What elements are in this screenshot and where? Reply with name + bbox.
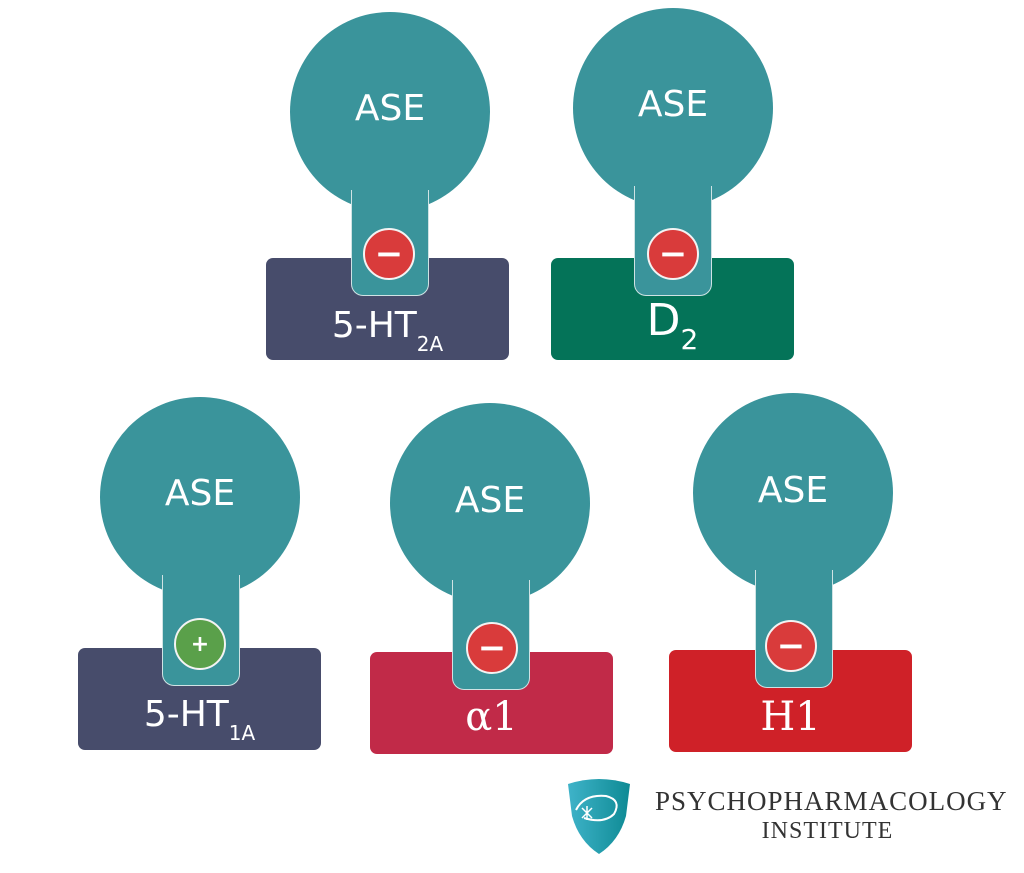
receptor-5ht2a-label: 5-HT2A bbox=[266, 305, 509, 356]
ase-label: ASE bbox=[757, 470, 829, 511]
ase-head-4 bbox=[390, 403, 590, 603]
receptor-subscript: 2A bbox=[416, 332, 444, 356]
receptor-h1-label: H1 bbox=[669, 694, 912, 740]
ase-label: ASE bbox=[354, 88, 426, 129]
logo-text: PSYCHOPHARMACOLOGY INSTITUTE bbox=[655, 786, 1008, 846]
receptor-name: 5-HT bbox=[331, 305, 417, 346]
ase-label: ASE bbox=[454, 480, 526, 521]
minus-icon: − bbox=[466, 622, 518, 674]
minus-icon: − bbox=[363, 228, 415, 280]
receptor-name: α1 bbox=[465, 694, 518, 740]
receptor-alpha1-label: α1 bbox=[370, 694, 613, 740]
receptor-subscript: 2 bbox=[680, 323, 699, 356]
receptor-d2-label: D2 bbox=[551, 295, 794, 356]
minus-icon: − bbox=[647, 228, 699, 280]
ase-head-5 bbox=[693, 393, 893, 593]
receptor-5ht1a-label: 5-HT1A bbox=[78, 694, 321, 745]
minus-icon: − bbox=[765, 620, 817, 672]
receptor-subscript: 1A bbox=[228, 721, 256, 745]
ase-label: ASE bbox=[637, 84, 709, 125]
logo-line1: PSYCHOPHARMACOLOGY bbox=[655, 786, 1008, 816]
receptor-name: 5-HT bbox=[143, 694, 229, 735]
ase-label: ASE bbox=[164, 473, 236, 514]
ase-head-3 bbox=[100, 397, 300, 597]
plus-icon: + bbox=[174, 618, 226, 670]
receptor-name: D bbox=[646, 295, 681, 346]
receptor-name: H1 bbox=[760, 694, 821, 740]
ase-head-1 bbox=[290, 12, 490, 212]
ase-head-2 bbox=[573, 8, 773, 208]
shield-logo-icon bbox=[568, 779, 630, 854]
logo-line2: INSTITUTE bbox=[761, 818, 894, 844]
